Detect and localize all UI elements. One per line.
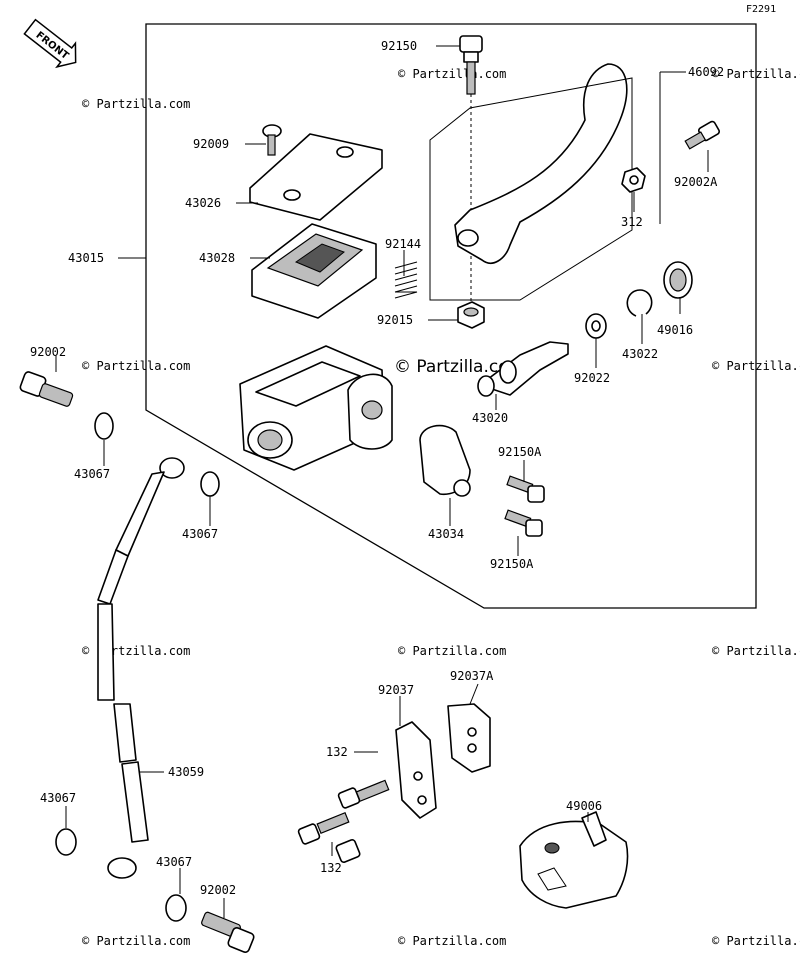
cover-49006 [519, 811, 629, 909]
bolt-132-upper [335, 779, 390, 863]
label-132-upper: 132 [326, 745, 348, 759]
label-92022: 92022 [574, 371, 610, 385]
spring-92144 [394, 261, 418, 299]
nut-312 [621, 167, 646, 193]
bolt-92150A-lower [504, 509, 543, 537]
diaphragm-43028 [251, 223, 377, 319]
assembly-frame [145, 23, 757, 609]
label-92002-upper: 92002 [30, 345, 66, 359]
boot-49016 [663, 261, 693, 299]
reservoir-cap-43026 [249, 133, 383, 221]
watermark: © Partzilla.com [82, 359, 190, 373]
label-92002A: 92002A [674, 175, 718, 189]
label-43067-c: 43067 [40, 791, 76, 805]
watermark: © Partzilla.com [398, 67, 506, 81]
brake-lever-46092 [429, 63, 633, 301]
label-43022: 43022 [622, 347, 658, 361]
label-132-lower: 132 [320, 861, 342, 875]
piston-43020 [477, 341, 569, 397]
master-cylinder-body [239, 345, 393, 471]
brake-hose-43059 [97, 457, 185, 879]
label-92037A: 92037A [450, 669, 494, 683]
label-92037: 92037 [378, 683, 414, 697]
bracket-92037 [395, 721, 437, 819]
washer-43067-c [55, 828, 77, 856]
label-92150A-lower: 92150A [490, 557, 534, 571]
watermark: © Partzilla.com [712, 934, 800, 948]
watermark: © Partzilla.com [82, 97, 190, 111]
label-43026: 43026 [185, 196, 221, 210]
label-43034: 43034 [428, 527, 464, 541]
diagram-code: F2291 [746, 4, 776, 15]
label-92015: 92015 [377, 313, 413, 327]
label-312: 312 [621, 215, 643, 229]
label-49006: 49006 [566, 799, 602, 813]
label-46092: 46092 [688, 65, 724, 79]
watermark: © Partzilla.com [398, 644, 506, 658]
label-43067-a: 43067 [74, 467, 110, 481]
label-43067-d: 43067 [156, 855, 192, 869]
bracket-92037A [447, 703, 491, 773]
label-43020: 43020 [472, 411, 508, 425]
label-92150A-upper: 92150A [498, 445, 542, 459]
front-arrow: FRONT [23, 18, 77, 69]
bolt-92002-lower [201, 911, 255, 953]
bolt-92150A-upper [506, 475, 545, 503]
bolt-132-lower [297, 811, 350, 845]
bolt-92150 [459, 35, 483, 310]
label-92002-lower: 92002 [200, 883, 236, 897]
bolt-92002A [684, 120, 720, 150]
label-43028: 43028 [199, 251, 235, 265]
watermark: © Partzilla.com [82, 934, 190, 948]
watermark-center: © Partzilla.com [394, 357, 525, 377]
circlip-43022 [626, 289, 653, 317]
watermark-layer: © Partzilla.com © Partzilla.com © Partzi… [82, 67, 800, 948]
washer-43067-b [200, 471, 220, 497]
callout-labels: 92150 46092 92009 92002A 43026 312 43015… [30, 39, 724, 897]
label-49016: 49016 [657, 323, 693, 337]
washer-43067-d [165, 894, 187, 922]
clamp-43034 [419, 424, 471, 497]
screw-92009 [262, 124, 282, 156]
watermark: © Partzilla.com [712, 644, 800, 658]
label-43015: 43015 [68, 251, 104, 265]
label-43067-b: 43067 [182, 527, 218, 541]
label-92150: 92150 [381, 39, 417, 53]
label-92144: 92144 [385, 237, 421, 251]
bolt-92002-upper [19, 371, 74, 407]
nut-92015 [457, 301, 485, 329]
label-43059: 43059 [168, 765, 204, 779]
washer-43067-a [94, 412, 114, 440]
label-92009: 92009 [193, 137, 229, 151]
leader-lines [55, 45, 709, 918]
watermark: © Partzilla.com [398, 934, 506, 948]
washer-92022 [585, 313, 607, 339]
